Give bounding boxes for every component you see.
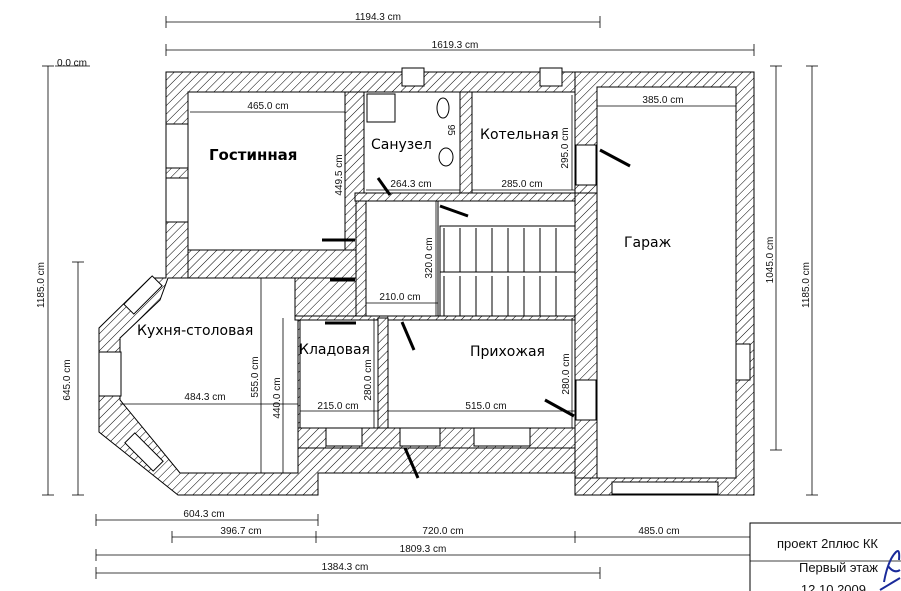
dim-hall-width: 210.0 cm xyxy=(379,292,420,303)
dim-left-645: 645.0 cm xyxy=(62,359,73,400)
door-prihozhaya xyxy=(400,321,416,351)
door-prihozhaya-garage xyxy=(544,398,575,418)
dim-bottom-396: 396.7 cm xyxy=(220,526,261,537)
room-labels: Гостинная Санузел Котельная Гараж Кухня-… xyxy=(137,127,672,360)
window-kladovaya xyxy=(325,427,363,447)
dim-sanuzel-95: 95 xyxy=(445,124,456,136)
window-kotelnaya xyxy=(539,67,563,87)
dim-bottom-604: 604.3 cm xyxy=(183,509,224,520)
window-kitchen-diag-bottom xyxy=(124,432,164,472)
signature xyxy=(879,550,901,591)
door-entrance xyxy=(403,447,420,479)
dim-entrance-height: 280.0 cm xyxy=(561,353,572,394)
window-sanuzel xyxy=(401,67,425,87)
room-garazh xyxy=(596,86,737,479)
staircase xyxy=(439,225,576,317)
label-gostinnaya: Гостинная xyxy=(209,146,297,164)
dim-kotelnaya-height: 295.0 cm xyxy=(560,127,571,168)
dim-entrance-width: 515.0 cm xyxy=(465,401,506,412)
label-kotelnaya: Котельная xyxy=(480,127,559,143)
dim-left-1185: 1185.0 cm xyxy=(36,262,47,308)
dim-pantry-height: 280.0 cm xyxy=(363,359,374,400)
room-kuhnya xyxy=(119,277,299,474)
window-kitchen-diag-top xyxy=(123,275,163,315)
window-gostinnaya-2 xyxy=(165,177,189,223)
dimension-lines xyxy=(42,16,818,579)
label-garazh: Гараж xyxy=(624,235,672,251)
window-kotelnaya-2 xyxy=(575,144,597,186)
stamp-floor: Первый этаж xyxy=(799,560,878,575)
dim-gostinnaya-width: 465.0 cm xyxy=(247,101,288,112)
dim-kitchen-inner: 440.0 cm xyxy=(272,377,283,418)
dim-kitchen-height: 555.0 cm xyxy=(250,356,261,397)
room-fills xyxy=(119,86,737,479)
room-gostinnaya xyxy=(187,91,346,251)
stamp-project: проект 2плюс КК xyxy=(777,536,878,551)
shower-fixture xyxy=(366,93,396,123)
door-sanuzel xyxy=(376,177,392,196)
bathroom-fixtures xyxy=(366,93,454,167)
dim-top-1194: 1194.3 cm xyxy=(355,12,401,23)
windows xyxy=(98,67,751,495)
toilet-fixture xyxy=(438,147,454,167)
dim-kitchen-width: 484.3 cm xyxy=(184,392,225,403)
window-kitchen-left xyxy=(98,351,122,397)
dimension-labels: 1194.3 cm 1619.3 cm 0.0 cm 465.0 cm 385.… xyxy=(36,12,812,573)
door-kotelnaya-garage xyxy=(599,148,631,168)
dim-corner-zero: 0.0 cm xyxy=(57,58,87,69)
garage-gate xyxy=(611,481,719,495)
window-prihozhaya xyxy=(575,379,597,421)
label-kuhnya: Кухня-столовая xyxy=(137,323,253,339)
door-stairs xyxy=(439,204,469,218)
dim-right-1185: 1185.0 cm xyxy=(801,262,812,308)
doors xyxy=(322,148,631,479)
dim-bottom-720: 720.0 cm xyxy=(422,526,463,537)
window-entrance xyxy=(399,427,441,447)
label-prihozhaya: Прихожая xyxy=(470,344,545,360)
window-gostinnaya-1 xyxy=(165,123,189,169)
label-kladovaya: Кладовая xyxy=(299,342,370,358)
dim-right-1045: 1045.0 cm xyxy=(765,237,776,284)
dim-gostinnaya-height: 449.5 cm xyxy=(334,154,345,195)
dim-sanuzel-width: 264.3 cm xyxy=(390,179,431,190)
sink-fixture xyxy=(436,97,450,119)
title-block: проект 2плюс КК Первый этаж 12.10.2009 xyxy=(749,522,901,591)
dim-pantry-width: 215.0 cm xyxy=(317,401,358,412)
room-stairs xyxy=(437,200,576,317)
dim-garage-width: 385.0 cm xyxy=(642,95,683,106)
dim-bottom-485: 485.0 cm xyxy=(638,526,679,537)
label-sanuzel: Санузел xyxy=(371,137,432,153)
window-prihozhaya-2 xyxy=(473,427,531,447)
room-kladovaya xyxy=(299,317,379,429)
window-garage-right xyxy=(735,343,751,381)
stamp-date: 12.10.2009 xyxy=(801,582,866,591)
dim-hall-height: 320.0 cm xyxy=(424,237,435,278)
dim-top-1619: 1619.3 cm xyxy=(432,40,479,51)
dim-kotelnaya-width: 285.0 cm xyxy=(501,179,542,190)
dim-bottom-1809: 1809.3 cm xyxy=(400,544,447,555)
dim-bottom-1384: 1384.3 cm xyxy=(322,562,369,573)
